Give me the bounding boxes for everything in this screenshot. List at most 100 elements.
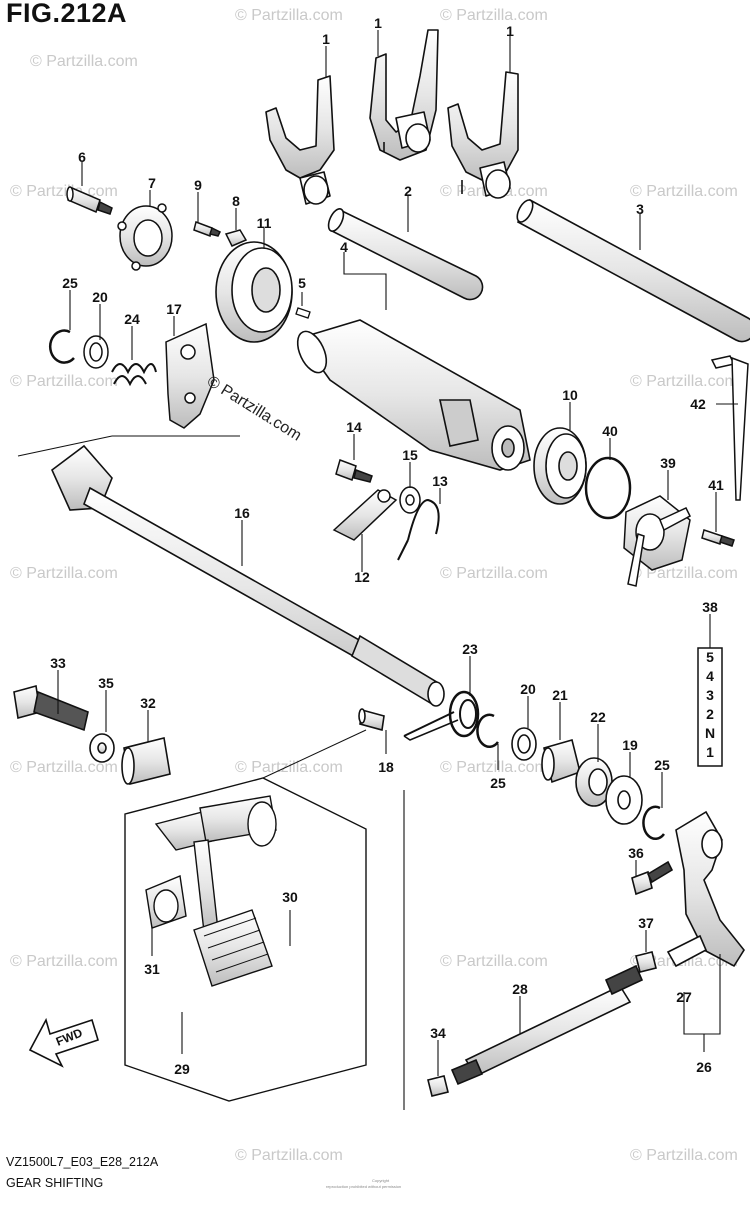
callout-34: 34 (430, 1025, 446, 1041)
return-spring-parts (358, 690, 480, 741)
pin-5 (295, 307, 311, 319)
callout-28: 28 (512, 981, 528, 997)
pedal-assembly-29 (124, 729, 367, 1102)
callout-3: 3 (636, 201, 644, 217)
watermark: © Partzilla.com (10, 183, 118, 200)
fine-print: reproduction prohibited without permissi… (326, 1184, 401, 1189)
callout-32: 32 (140, 695, 156, 711)
shift-rod-28 (427, 964, 644, 1097)
callout-6: 6 (78, 149, 86, 165)
shift-drum (296, 319, 531, 471)
gear-indicator-box (697, 647, 723, 767)
callout-8: 8 (232, 193, 240, 209)
figure-title: FIG.212A (6, 0, 128, 28)
callout-5: 5 (298, 275, 306, 291)
callout-37: 37 (638, 915, 654, 931)
callout-20: 20 (92, 289, 108, 305)
callout-4: 4 (340, 239, 348, 255)
watermark: © Partzilla.com (630, 183, 738, 200)
callout-30: 30 (282, 889, 298, 905)
pedal-mount-parts (13, 684, 171, 785)
callout-27: 27 (676, 989, 692, 1005)
callout-38: 38 (702, 599, 718, 615)
stopper-arm-17 (165, 322, 215, 429)
watermark: © Partzilla.com (10, 565, 118, 582)
callout-25: 25 (62, 275, 78, 291)
callout-21: 21 (552, 687, 568, 703)
partzilla-credit: © Partzilla.com (204, 373, 304, 445)
watermark: © Partzilla.com (30, 53, 138, 70)
watermark: © Partzilla.com (235, 7, 343, 24)
callout-40: 40 (602, 423, 618, 439)
callout-1: 1 (374, 15, 382, 31)
fork-shafts (327, 198, 750, 343)
callout-24: 24 (124, 311, 140, 327)
callout-17: 17 (166, 301, 182, 317)
watermark: © Partzilla.com (440, 565, 548, 582)
gear-position-sensor (623, 355, 749, 587)
callout-33: 33 (50, 655, 66, 671)
bearing-10 (533, 427, 632, 520)
watermark: © Partzilla.com (235, 1147, 343, 1164)
callout-1: 1 (322, 31, 330, 47)
callout-29: 29 (174, 1061, 190, 1077)
callout-35: 35 (98, 675, 114, 691)
callout-16: 16 (234, 505, 250, 521)
gear-label: 5 (706, 649, 714, 665)
watermark: © Partzilla.com (10, 953, 118, 970)
watermark: © Partzilla.com (440, 759, 548, 776)
callout-31: 31 (144, 961, 160, 977)
callout-20: 20 (520, 681, 536, 697)
gear-label: 4 (706, 668, 714, 684)
callout-10: 10 (562, 387, 578, 403)
gear-indicator: 5 4 3 2 N 1 (697, 647, 723, 767)
pedal-pivot-parts (476, 713, 666, 841)
bearing-11 (215, 241, 293, 343)
stopper-parts (66, 186, 248, 271)
callout-19: 19 (622, 737, 638, 753)
gear-label: 2 (706, 706, 714, 722)
watermark: © Partzilla.com (235, 759, 343, 776)
fwd-arrow: FWD (28, 1017, 99, 1068)
watermark: © Partzilla.com (630, 1147, 738, 1164)
callout-25: 25 (490, 775, 506, 791)
figure-caption: GEAR SHIFTING (6, 1176, 104, 1190)
callout-14: 14 (346, 419, 362, 435)
gear-label: 1 (706, 744, 714, 760)
callout-25: 25 (654, 757, 670, 773)
callout-11: 11 (257, 215, 272, 231)
watermark: © Partzilla.com (630, 565, 738, 582)
figure-code: VZ1500L7_E03_E28_212A (6, 1155, 159, 1169)
watermark: © Partzilla.com (440, 953, 548, 970)
leader-lines (57, 30, 738, 1110)
gear-label: 3 (706, 687, 714, 703)
callout-42: 42 (690, 396, 706, 412)
callouts: 1 1 1 2 3 4 5 6 7 8 9 10 11 12 13 14 15 … (50, 15, 724, 1077)
fine-print: Copyright (372, 1178, 390, 1183)
small-parts-left (48, 329, 157, 387)
callout-15: 15 (402, 447, 418, 463)
drum-cam-parts (332, 459, 440, 561)
callout-13: 13 (432, 473, 448, 489)
watermarks: © Partzilla.com © Partzilla.com © Partzi… (10, 7, 738, 1164)
callout-2: 2 (404, 183, 412, 199)
shift-forks (265, 29, 519, 205)
callout-1: 1 (506, 23, 514, 39)
watermark: © Partzilla.com (10, 373, 118, 390)
callout-12: 12 (354, 569, 370, 585)
watermark: © Partzilla.com (630, 373, 738, 390)
callout-41: 41 (708, 477, 724, 493)
callout-36: 36 (628, 845, 644, 861)
callout-22: 22 (590, 709, 606, 725)
gearshift-lever-27 (631, 810, 745, 973)
callout-39: 39 (660, 455, 676, 471)
callout-18: 18 (378, 759, 394, 775)
callout-9: 9 (194, 177, 202, 193)
watermark: © Partzilla.com (10, 759, 118, 776)
gearshift-shaft-16 (17, 435, 445, 707)
callout-7: 7 (148, 175, 156, 191)
callout-23: 23 (462, 641, 478, 657)
gear-label: N (705, 725, 715, 741)
